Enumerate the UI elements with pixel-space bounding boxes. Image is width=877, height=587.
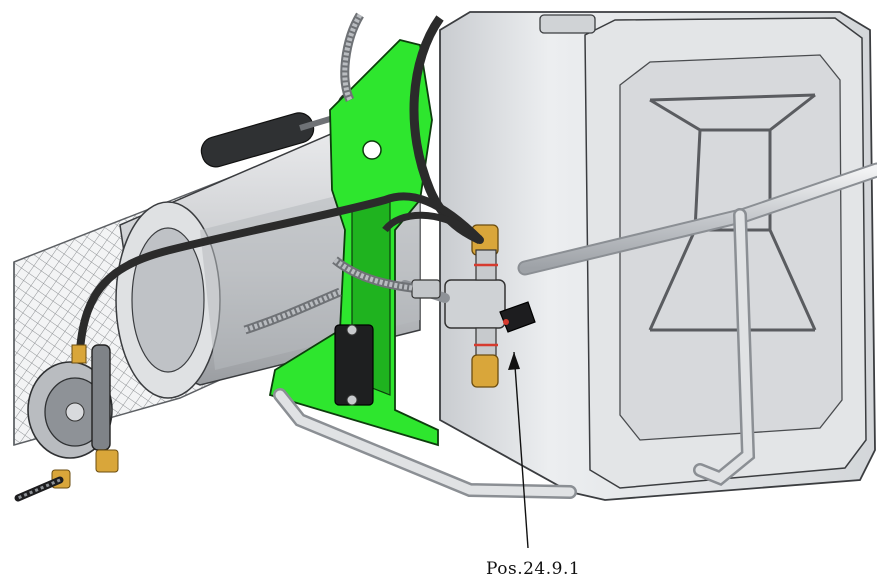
fuel-tank xyxy=(439,11,876,501)
fuel-valve xyxy=(400,224,536,388)
callout-leader xyxy=(508,351,529,549)
pump-assembly xyxy=(14,344,119,502)
fuel-line xyxy=(76,192,484,354)
position-label: Pos.24.9.1 xyxy=(486,559,581,579)
tube-rail xyxy=(273,162,877,499)
